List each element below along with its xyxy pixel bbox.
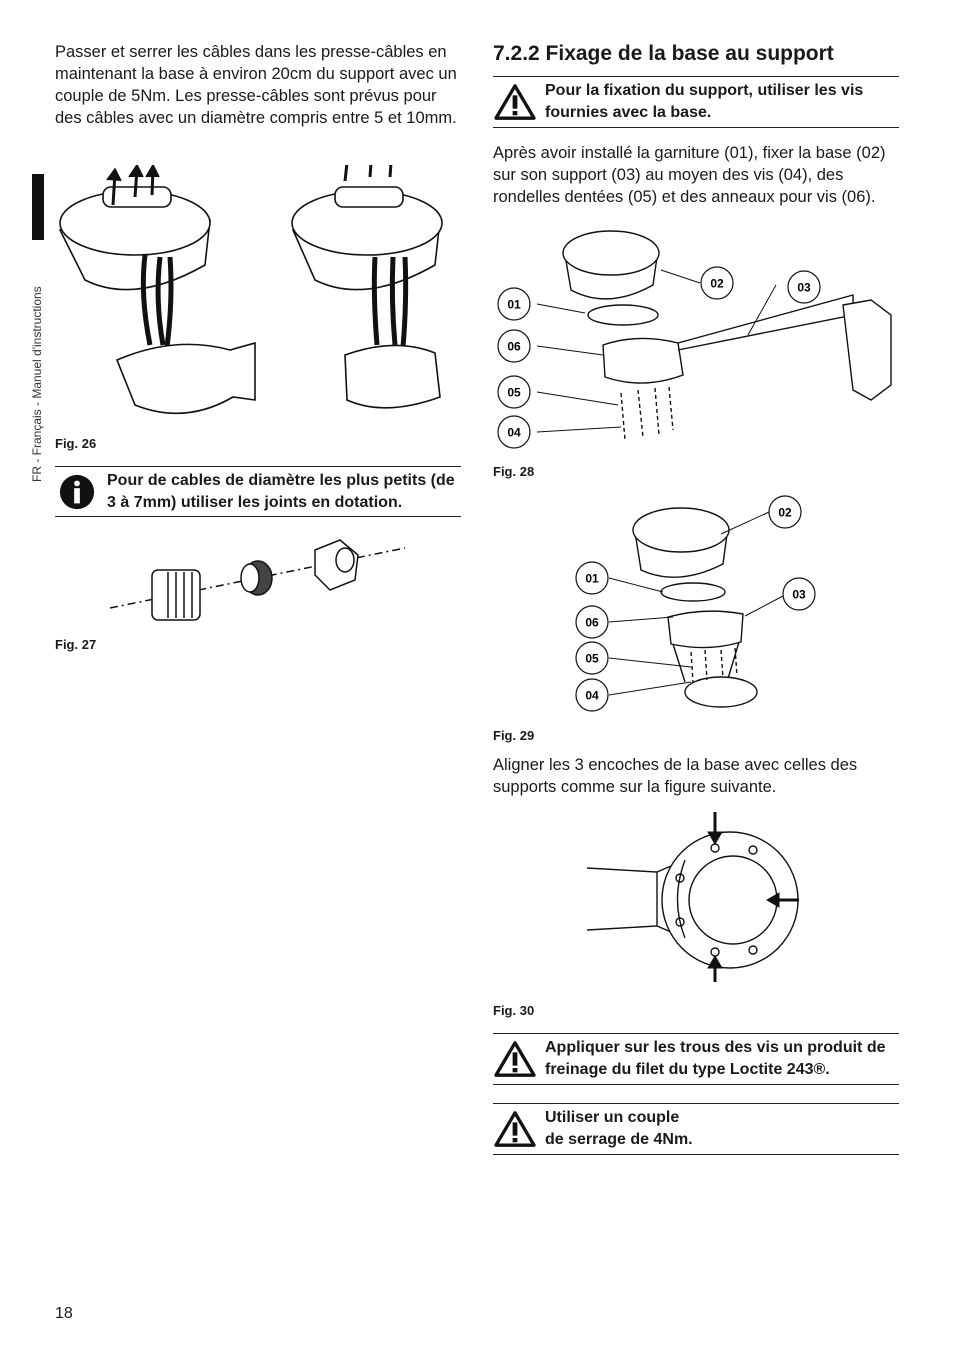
info-circle-icon xyxy=(59,474,95,509)
fig30-label: Fig. 30 xyxy=(493,1003,535,1018)
callout-06: 06 xyxy=(585,616,599,630)
warning-notice-1: Pour la fixation du support, utiliser le… xyxy=(493,76,899,128)
fig28-illustration: 01 06 05 04 02 03 xyxy=(497,230,892,449)
warning-triangle-icon xyxy=(494,1041,536,1077)
fig29-illustration: 01 06 05 04 02 03 xyxy=(575,495,816,712)
intro-paragraph: Passer et serrer les câbles dans les pre… xyxy=(55,43,457,127)
warning-notice-2-text: Appliquer sur les trous des vis un produ… xyxy=(545,1039,886,1078)
fig30-illustration xyxy=(586,812,799,982)
fig28-label: Fig. 28 xyxy=(493,464,535,479)
fig26-illustration xyxy=(58,165,443,415)
callout-05: 05 xyxy=(585,652,599,666)
warning-notice-1-text: Pour la fixation du support, utiliser le… xyxy=(545,82,864,121)
fig26-label: Fig. 26 xyxy=(55,436,97,451)
callout-01: 01 xyxy=(507,298,521,312)
callout-02: 02 xyxy=(710,277,724,291)
callout-02: 02 xyxy=(778,506,792,520)
callout-03: 03 xyxy=(797,281,811,295)
callout-04: 04 xyxy=(585,689,599,703)
info-notice-text: Pour de cables de diamètre les plus peti… xyxy=(107,471,455,511)
callout-03: 03 xyxy=(792,588,806,602)
warning-notice-3: Utiliser un couple de serrage de 4Nm. xyxy=(493,1103,899,1155)
warning-notice-3-line2: de serrage de 4Nm. xyxy=(545,1131,693,1148)
warning-triangle-icon xyxy=(494,1111,536,1147)
callout-01: 01 xyxy=(585,572,599,586)
sidebar-label: FR - Français - Manuel d'instructions xyxy=(30,286,44,482)
fig29-callouts: 01 06 05 04 02 03 xyxy=(575,495,816,712)
warning-notice-3-line1: Utiliser un couple xyxy=(545,1109,680,1126)
installation-paragraph: Après avoir installé la garniture (01), … xyxy=(493,144,886,206)
fig27-illustration xyxy=(110,539,406,621)
sidebar-marker xyxy=(32,174,44,240)
callout-06: 06 xyxy=(507,340,521,354)
info-notice: Pour de cables de diamètre les plus peti… xyxy=(55,466,461,517)
fig30-alignment-arrows xyxy=(707,812,799,982)
fig28-callouts: 01 06 05 04 02 03 xyxy=(497,266,821,449)
page-number: 18 xyxy=(55,1305,73,1322)
callout-04: 04 xyxy=(507,426,521,440)
fig27-label: Fig. 27 xyxy=(55,637,97,652)
warning-triangle-icon xyxy=(494,84,536,120)
callout-05: 05 xyxy=(507,386,521,400)
warning-notice-2: Appliquer sur les trous des vis un produ… xyxy=(493,1033,899,1085)
section-heading: 7.2.2 Fixage de la base au support xyxy=(493,42,834,65)
fig29-label: Fig. 29 xyxy=(493,728,535,743)
warning-notice-3-text: Utiliser un couple de serrage de 4Nm. xyxy=(545,1107,693,1151)
alignment-paragraph: Aligner les 3 encoches de la base avec c… xyxy=(493,756,858,796)
